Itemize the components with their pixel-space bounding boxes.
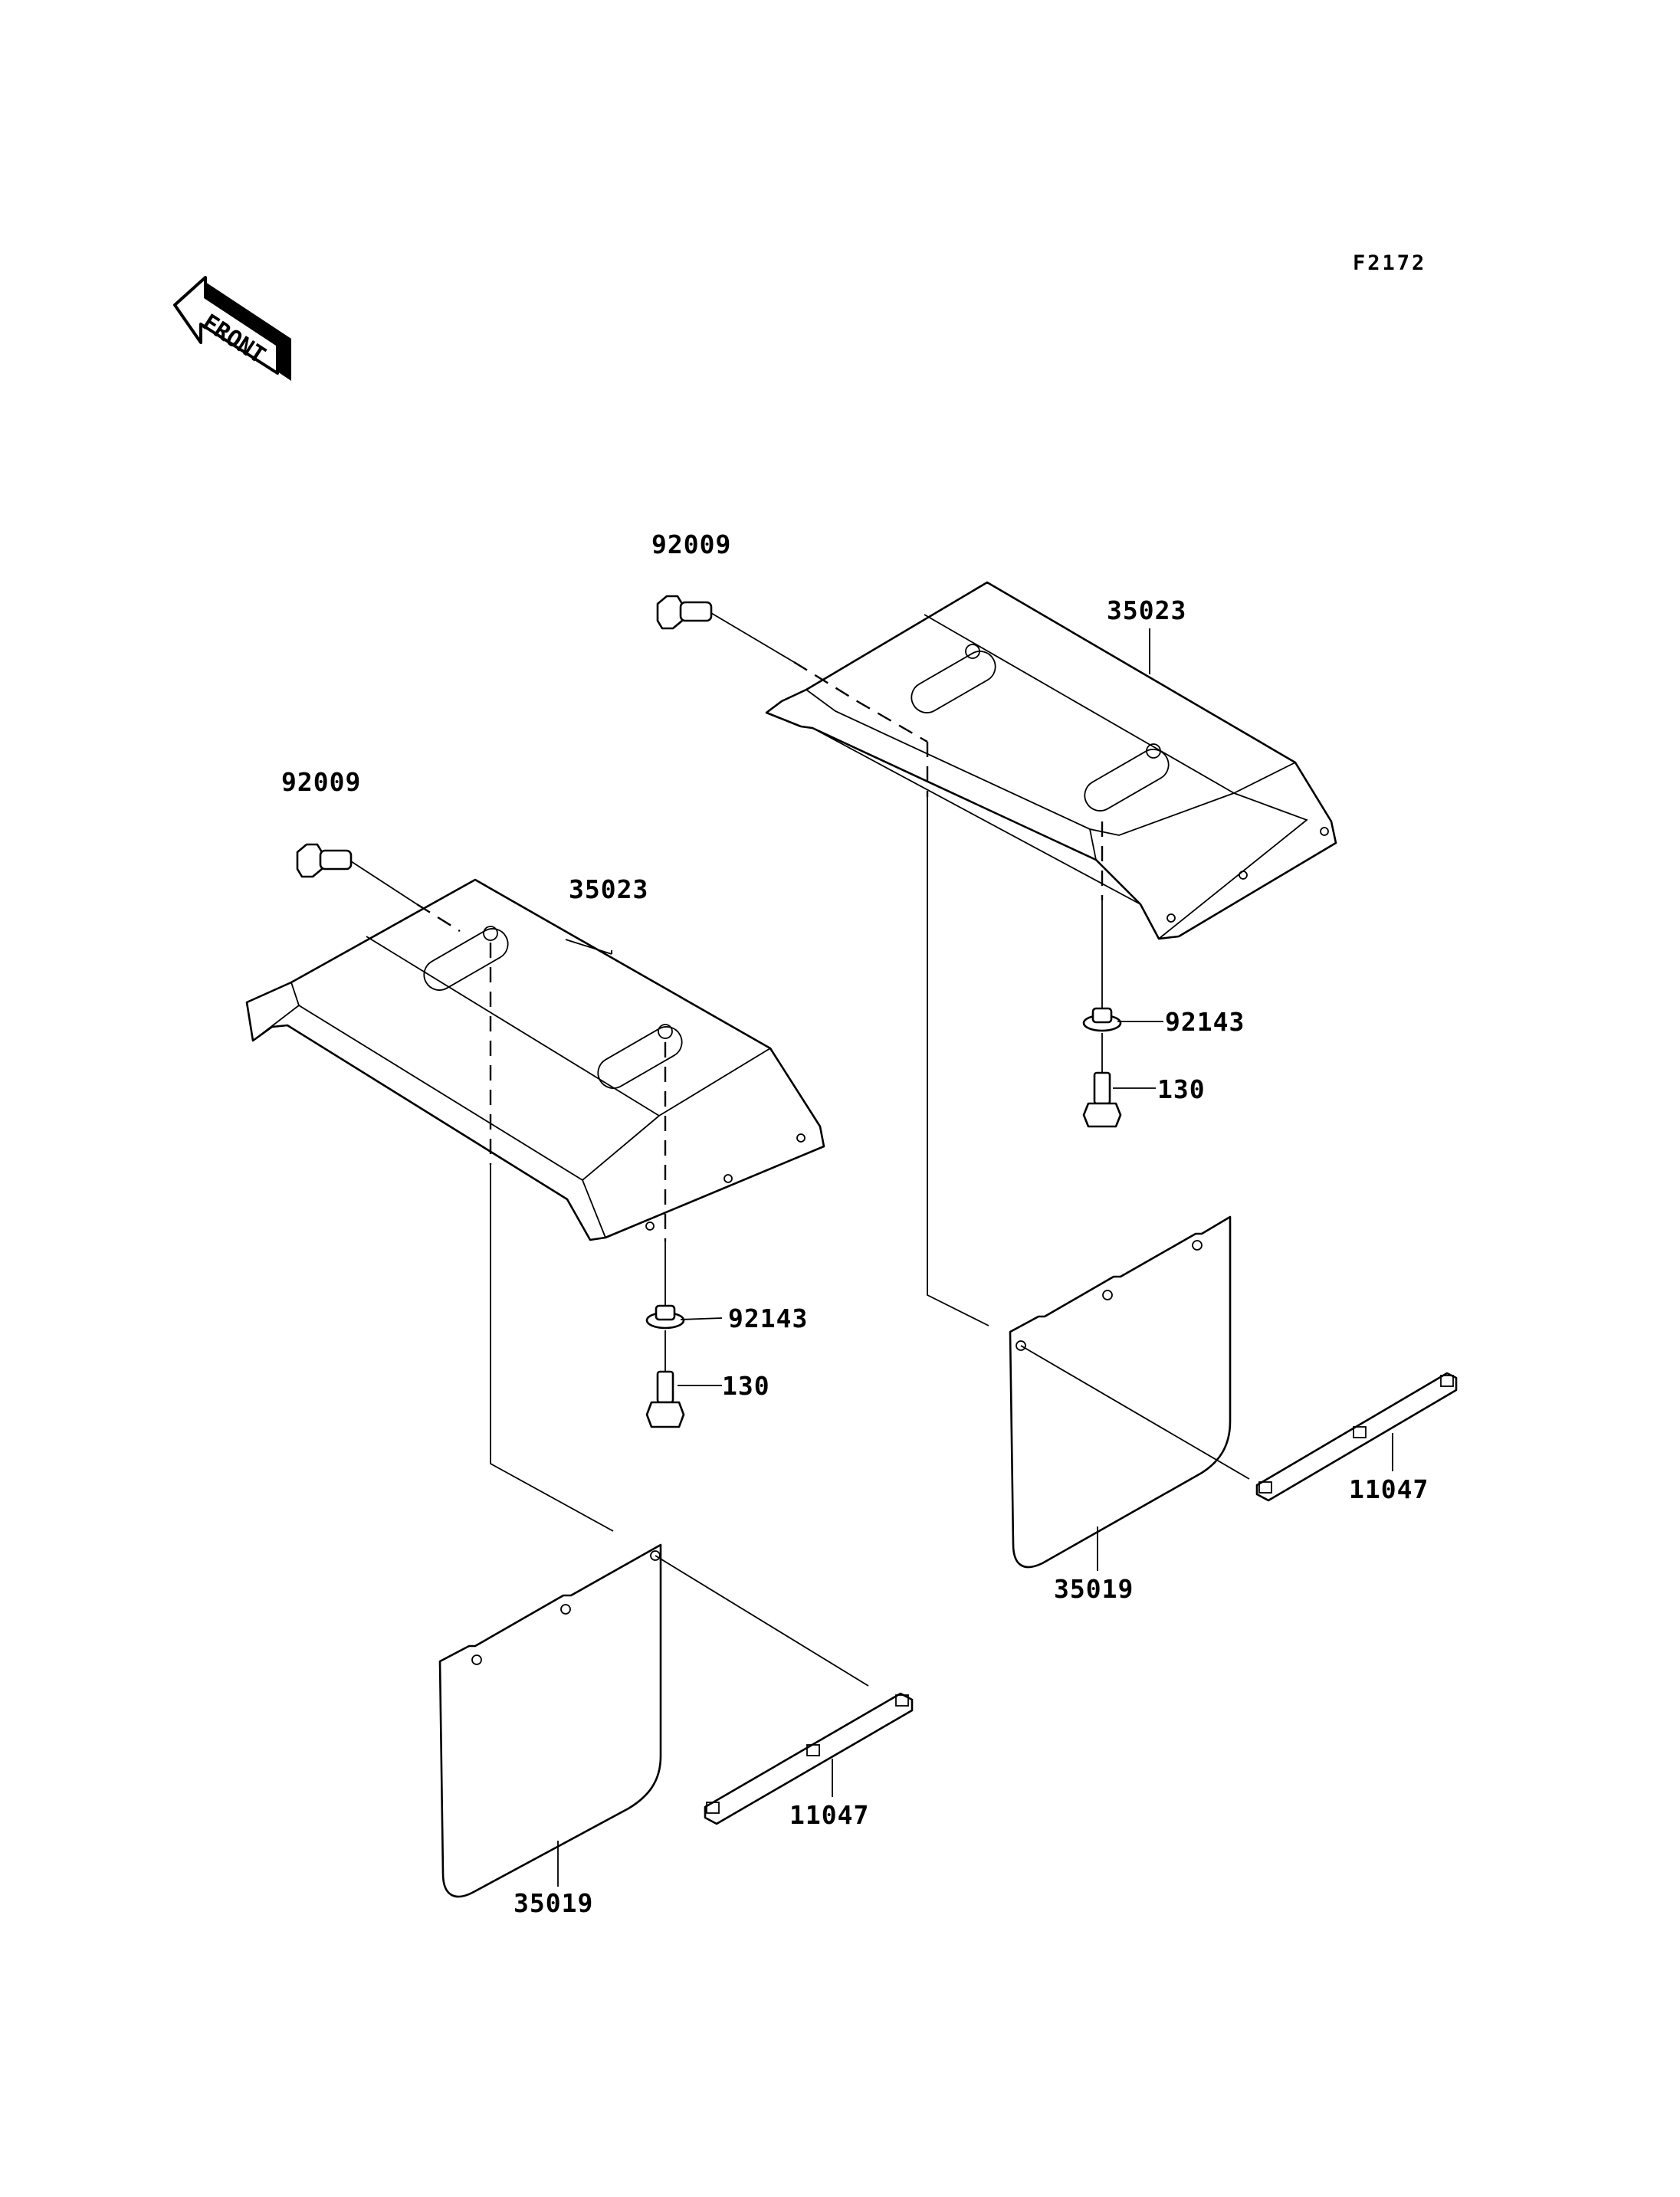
- left-washer-92143-icon: [645, 1304, 685, 1330]
- callout-right-plate: 11047: [1349, 1474, 1429, 1504]
- front-arrow-icon: FRONT: [173, 276, 291, 381]
- right-rear-fender-assembly: [656, 581, 1458, 1571]
- right-washer-92143-icon: [1082, 1007, 1122, 1032]
- callout-right-bolt: 92009: [651, 530, 731, 559]
- callout-left-screw: 130: [722, 1371, 770, 1401]
- left-plate-11047: [704, 1692, 914, 1825]
- figure-code: F2172: [1353, 251, 1426, 275]
- callout-left-mudflap: 35019: [514, 1888, 593, 1918]
- left-screw-130-icon: [645, 1370, 685, 1428]
- right-bolt-92009-icon: [656, 595, 713, 630]
- callout-right-washer: 92143: [1165, 1007, 1245, 1037]
- callout-left-plate: 11047: [789, 1800, 869, 1830]
- right-fender-35023: [765, 581, 1337, 940]
- callout-left-fender: 35023: [569, 874, 648, 904]
- left-mudflap-35019: [438, 1543, 662, 1898]
- left-rear-fender-assembly: [245, 843, 914, 1898]
- callout-right-fender: 35023: [1107, 595, 1186, 625]
- callout-right-mudflap: 35019: [1054, 1574, 1134, 1604]
- right-mudflap-35019: [1009, 1215, 1232, 1569]
- callout-left-washer: 92143: [728, 1303, 808, 1333]
- callout-right-screw: 130: [1157, 1074, 1206, 1104]
- left-bolt-92009-icon: [296, 843, 353, 878]
- right-plate-11047: [1255, 1372, 1458, 1502]
- right-screw-130-icon: [1082, 1071, 1122, 1128]
- callout-left-bolt: 92009: [281, 767, 361, 797]
- left-fender-35023: [245, 878, 825, 1241]
